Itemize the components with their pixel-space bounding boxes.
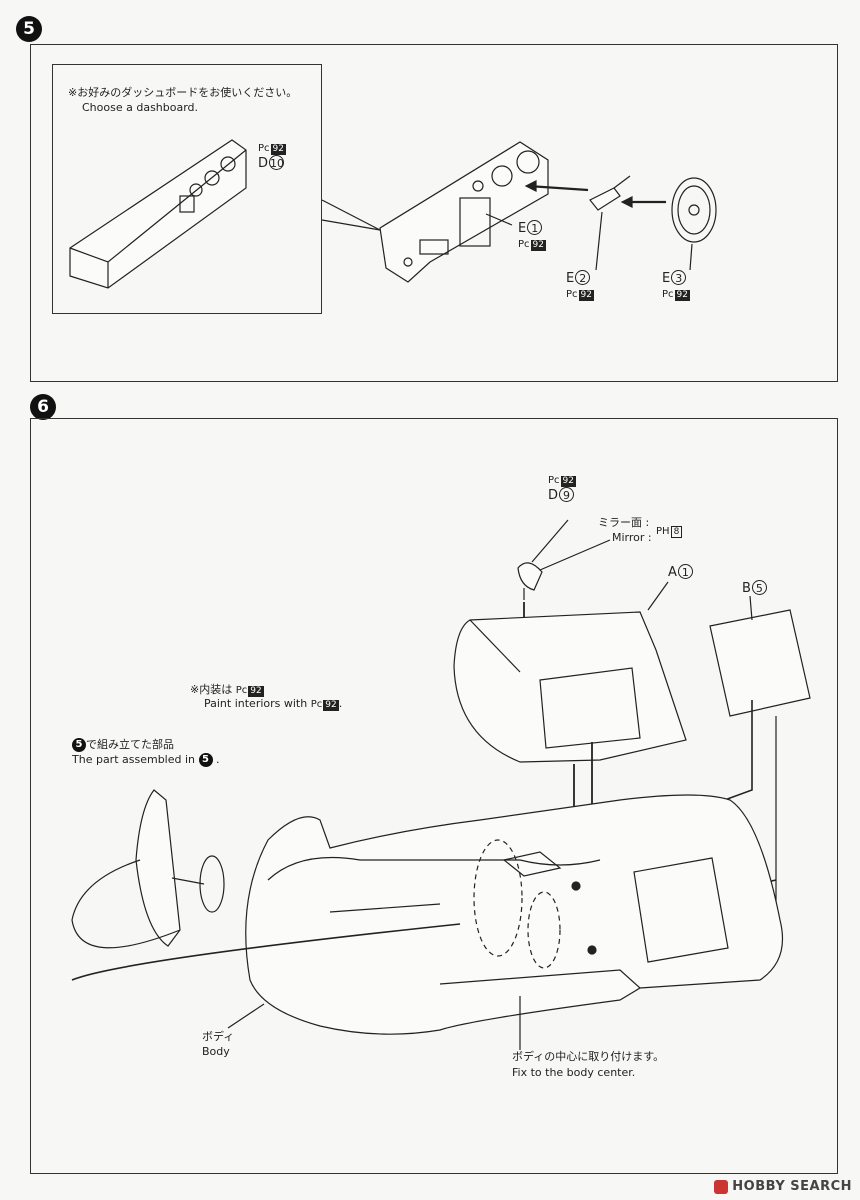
footer-brand: HOBBY SEARCH [714,1179,852,1194]
mirror-part-d9-drawing [517,562,543,600]
leader-e3 [689,243,693,271]
step-6-frame [30,418,838,1174]
dashboard-part-e1-drawing [379,141,549,283]
steering-column-e2-drawing [589,175,631,211]
center-note-en: Fix to the body center. [512,1066,636,1079]
arrow-assembled-to-body [71,923,461,981]
car-body-drawing [245,794,784,1035]
mirror-label-jp: ミラー面 : [598,516,650,529]
assembled-bracket-line [71,859,181,949]
dashboard-callout-box [52,64,322,314]
step-5-badge: 5 [16,16,42,42]
step-5-ref-badge: 5 [72,738,86,752]
step-5-frame [30,44,838,382]
dashboard-option-drawing [69,139,247,289]
mirror-label-en: Mirror : [612,531,652,544]
interior-tub-a1-drawing [453,611,687,763]
assembled-note-en: The part assembled in 5 . [72,753,220,767]
part-number-d10: 10 [269,155,285,170]
leader-e2 [595,211,603,271]
leader-e1 [485,213,513,226]
leader-d9 [531,519,569,563]
leader-b5 [749,595,753,621]
brand-logo-icon [714,1179,729,1194]
step-6-badge: 6 [30,394,56,420]
dashboard-note-en: Choose a dashboard. [82,101,199,114]
leader-a1 [647,581,669,611]
dashboard-note-jp: ※お好みのダッシュボードをお使いください。 [68,86,298,99]
leader-mirror [539,539,611,571]
callout-pointer [321,199,381,231]
leader-body [227,1003,265,1029]
center-note-jp: ボディの中心に取り付けます。 [512,1050,665,1063]
panel-b5-drawing [709,609,811,717]
assembled-dashboard-drawing [135,789,225,947]
body-label-jp: ボディ [202,1030,235,1043]
arrow-e2-to-e1 [527,184,589,192]
body-label-en: Body [202,1045,230,1058]
steering-wheel-e3-drawing [671,177,717,243]
